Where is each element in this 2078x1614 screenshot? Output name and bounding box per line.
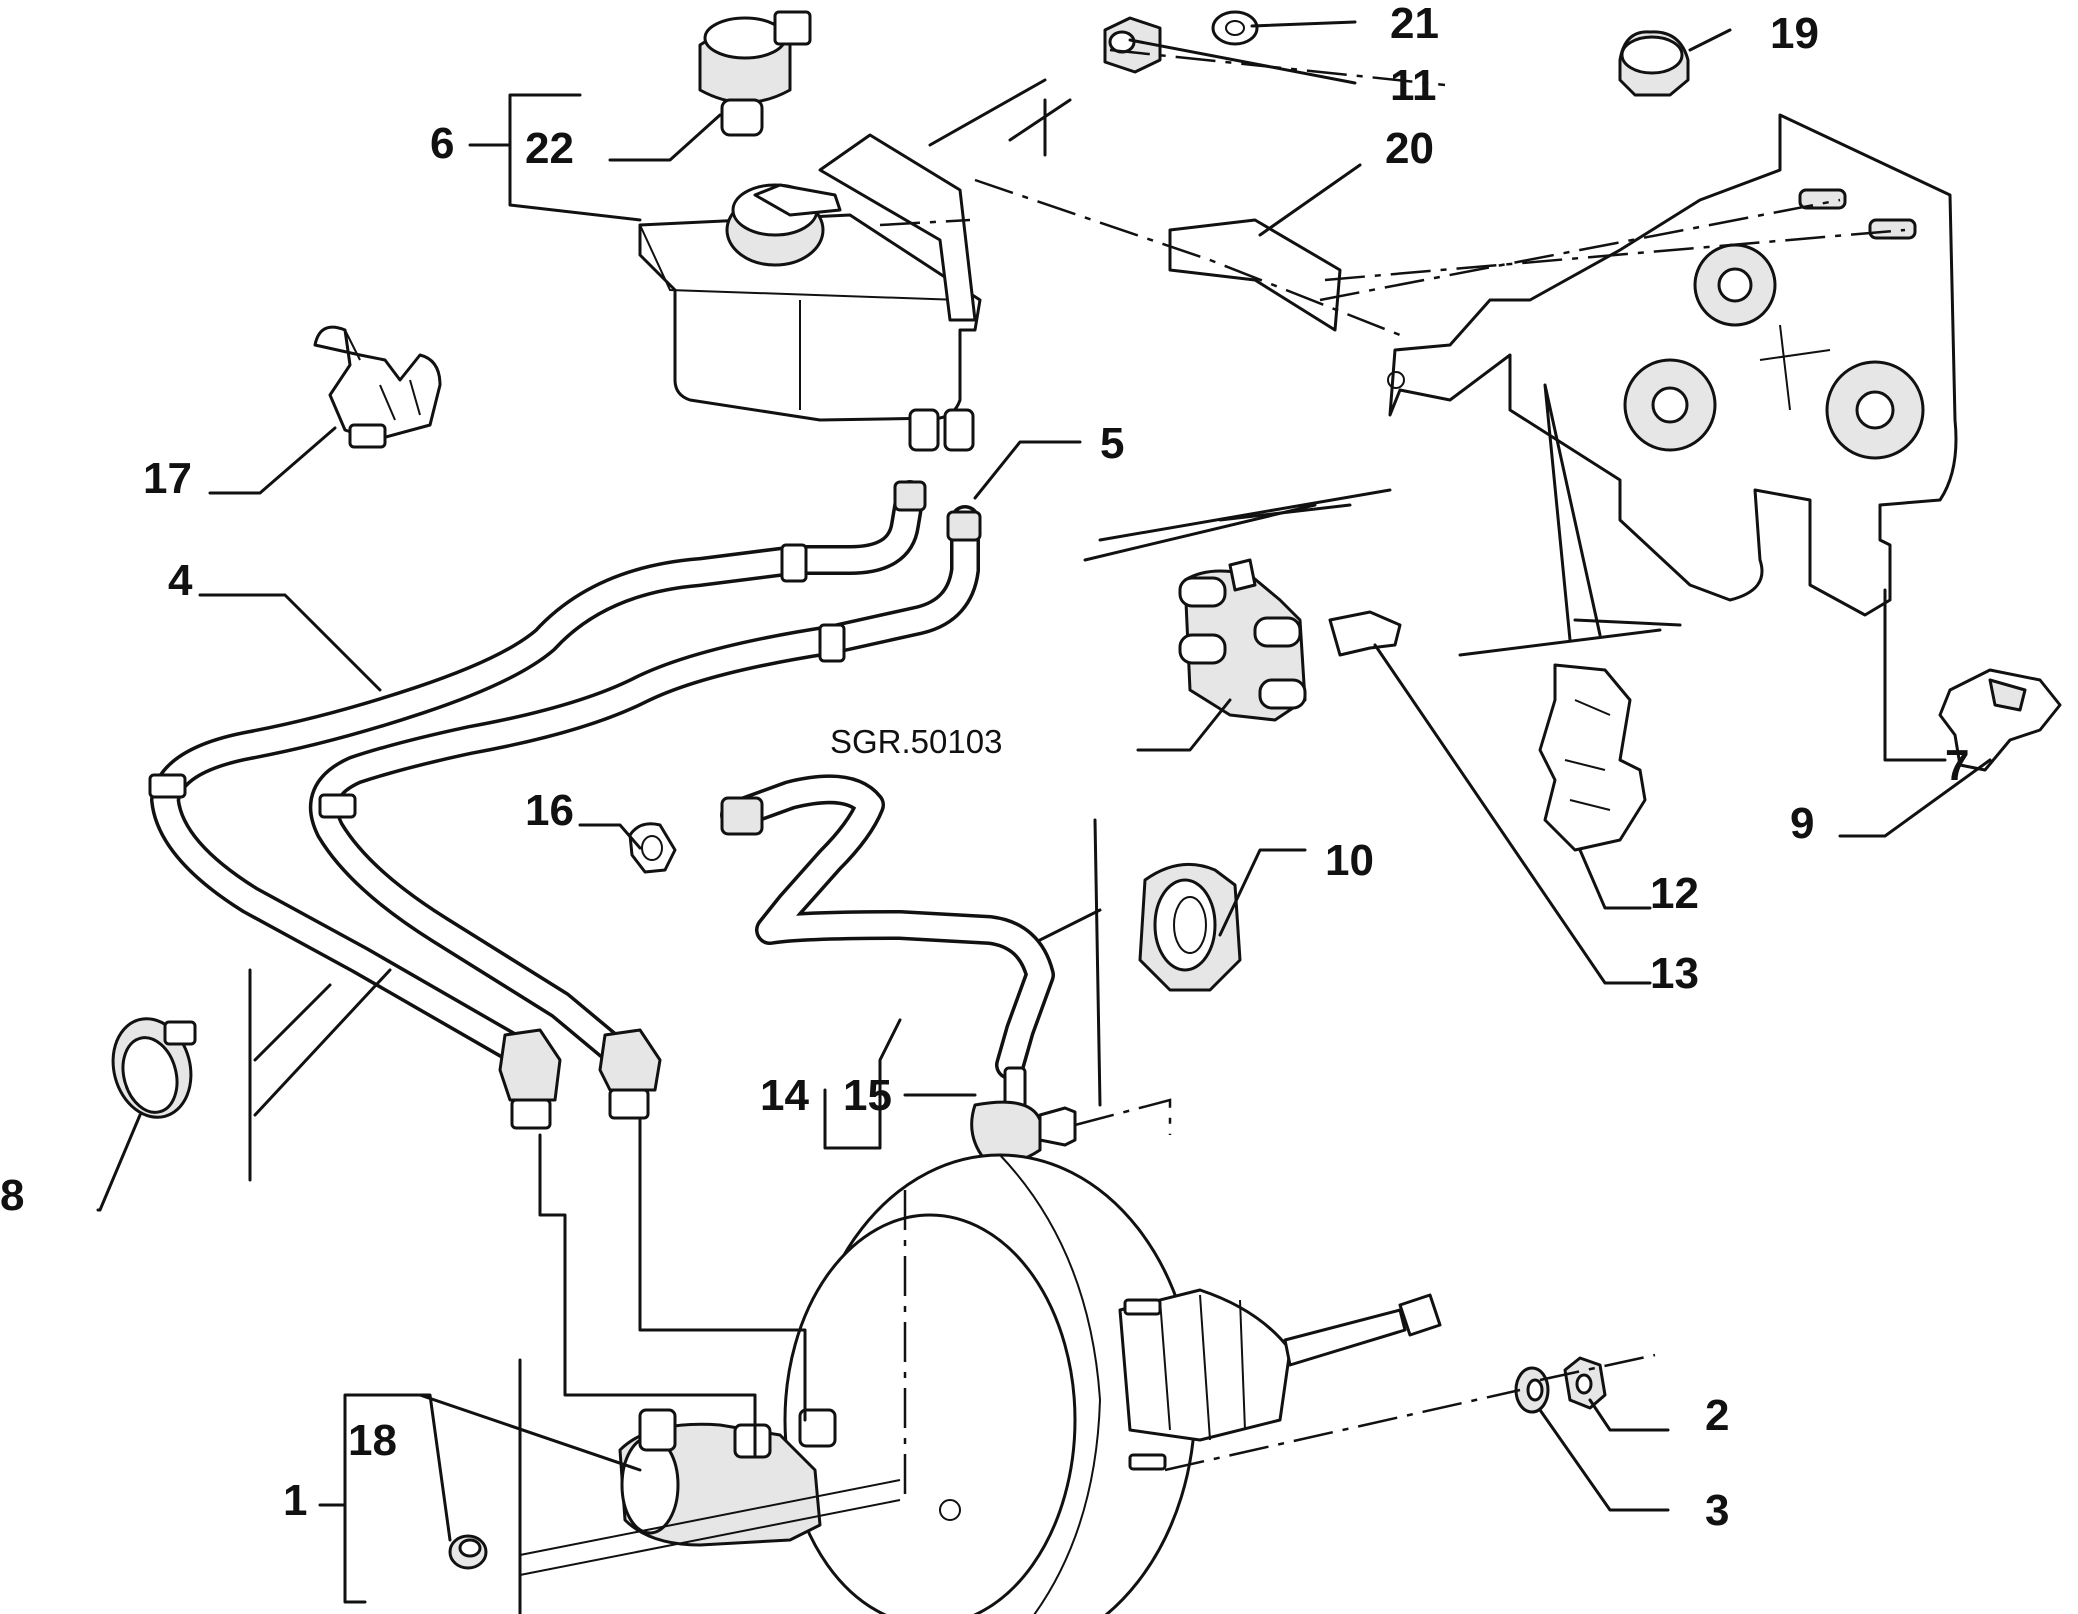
- callout-16: 16: [525, 786, 574, 835]
- callout-19: 19: [1770, 9, 1819, 58]
- assembly-lines: [248, 48, 1906, 1614]
- grommet-19: [1618, 30, 1690, 97]
- callout-9: 9: [1790, 799, 1814, 848]
- callout-1: 1: [283, 1476, 307, 1525]
- callout-21: 21: [1390, 0, 1439, 48]
- nut-11: [1103, 16, 1162, 74]
- hose-clamp-8: [111, 1017, 197, 1119]
- callout-15: 15: [843, 1071, 892, 1120]
- push-clip-9: [1938, 668, 2062, 772]
- seal-18: [448, 1534, 488, 1570]
- callout-11: 11: [1390, 61, 1437, 110]
- callout-22: 22: [525, 124, 574, 173]
- washer-21: [1211, 10, 1259, 46]
- callout-2: 2: [1705, 1391, 1729, 1440]
- washer-3: [1514, 1366, 1550, 1414]
- callout-7: 7: [1945, 741, 1969, 790]
- callout-6: 6: [430, 119, 454, 168]
- check-valve: [970, 1066, 1077, 1165]
- nut-2: [1563, 1356, 1607, 1410]
- callout-17: 17: [143, 454, 192, 503]
- clip-17: [313, 325, 442, 449]
- callout-14: 14: [760, 1071, 809, 1120]
- clip-12: [1538, 663, 1647, 852]
- clip-16: [628, 822, 677, 874]
- callout-18: 18: [348, 1416, 397, 1465]
- shield-plate: [1168, 218, 1342, 332]
- junction-valve: [1178, 558, 1307, 722]
- clip-13: [1328, 610, 1402, 657]
- callout-12: 12: [1650, 869, 1699, 918]
- callout-8: 8: [0, 1171, 24, 1220]
- mounting-bracket: [1387, 113, 1958, 617]
- vacuum-hose: [720, 774, 1055, 1080]
- reservoir-cap-sensor: [698, 10, 812, 137]
- callout-10: 10: [1325, 836, 1374, 885]
- callout-5: 5: [1100, 419, 1124, 468]
- callout-3: 3: [1705, 1486, 1729, 1535]
- callout-20: 20: [1385, 124, 1434, 173]
- master-cylinder: [519, 1408, 961, 1576]
- clip-10: [1138, 862, 1242, 992]
- hose-assembly: [148, 480, 982, 1130]
- callout-labels: 21 11 19 20 6 22 17 5 4 7 9 16 10 12 13 …: [0, 0, 1969, 1535]
- callout-13: 13: [1650, 949, 1699, 998]
- brake-booster: [783, 1153, 1442, 1614]
- reference-code: SGR.50103: [830, 723, 1002, 760]
- callout-4: 4: [168, 556, 193, 605]
- callout-leaders: [96, 20, 1992, 1604]
- fluid-reservoir: [638, 133, 982, 452]
